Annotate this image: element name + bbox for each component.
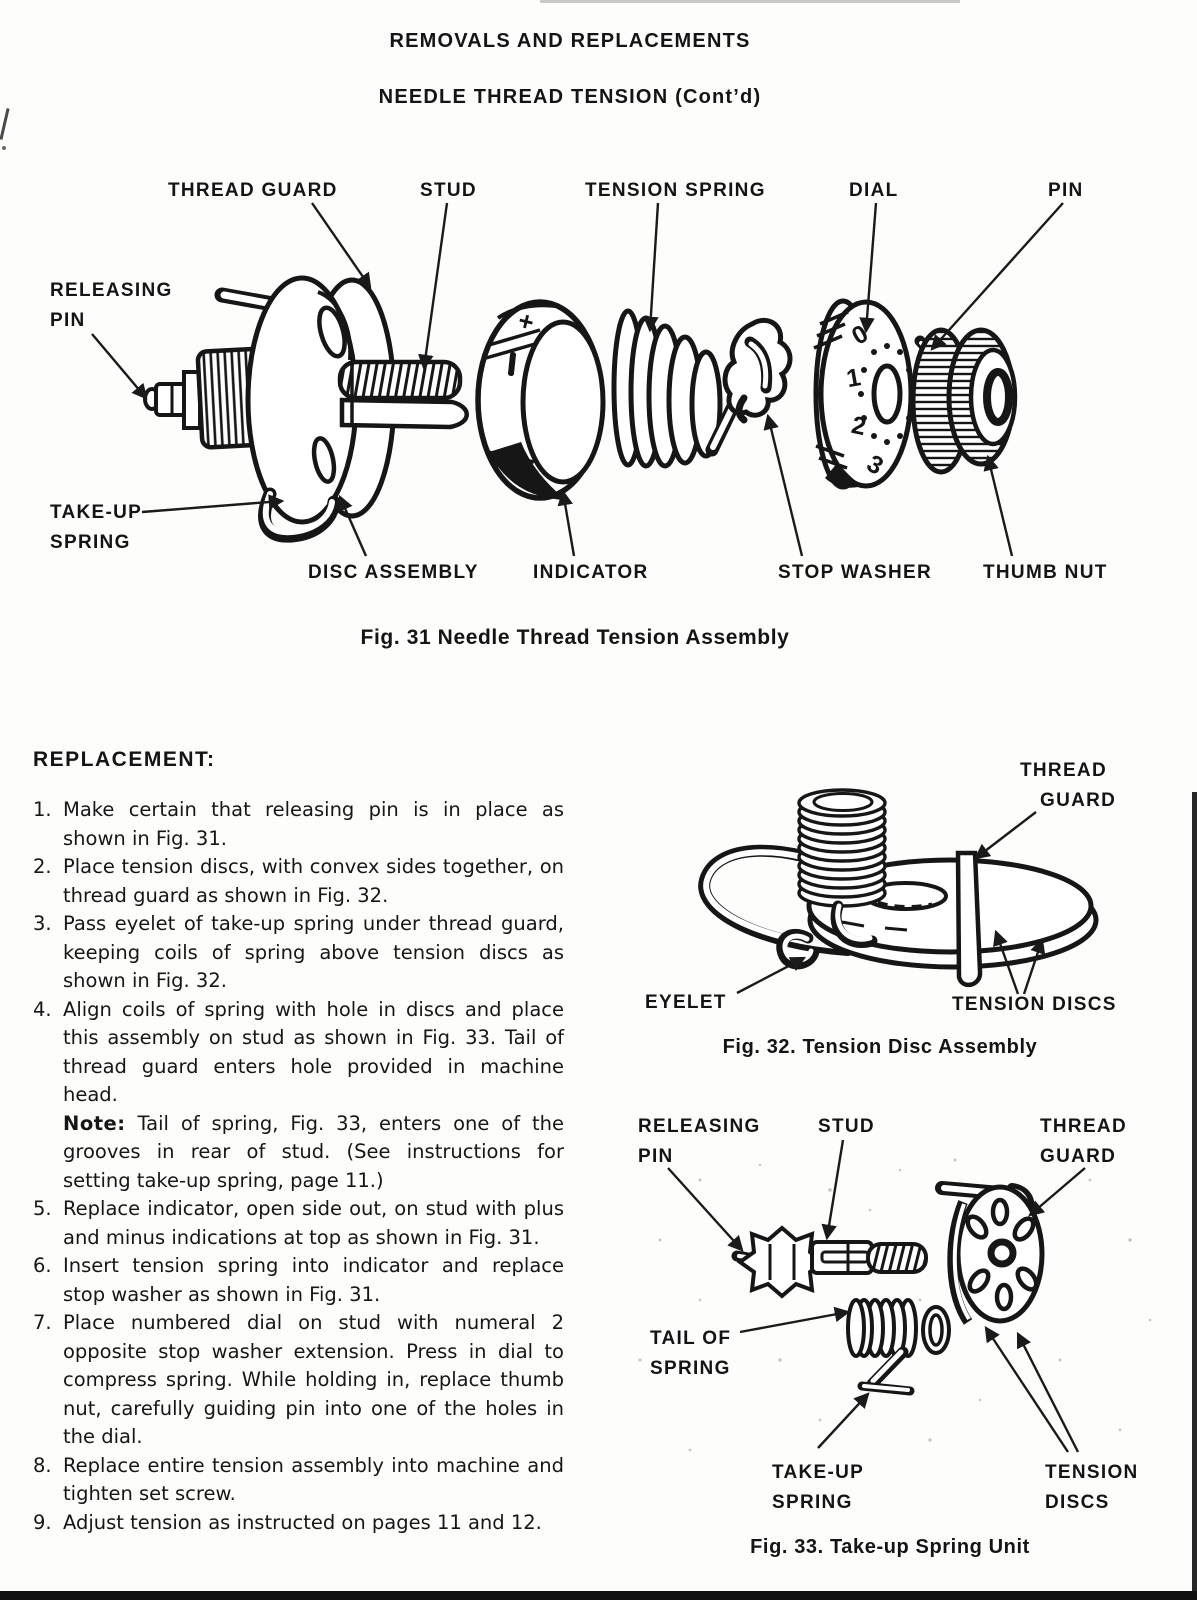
scan-scratch-dot (2, 146, 6, 150)
fig31-label-stop-washer: STOP WASHER (778, 562, 932, 583)
fig32-label-eyelet: EYELET (645, 992, 727, 1013)
fig32-diagram: THREAD GUARD EYELET TENSION DISCS (645, 760, 1117, 1015)
step-number: 3. (33, 912, 52, 935)
fig31-label-stud: STUD (420, 180, 477, 201)
fig31-label-thread-guard: THREAD GUARD (168, 180, 338, 201)
step-text: Replace entire tension assembly into mac… (63, 1453, 564, 1506)
fig31-label-releasing: RELEASING (50, 280, 173, 301)
scan-bottom-edge (0, 1591, 1197, 1600)
step-number: 9. (33, 1510, 52, 1534)
step-note: Note: Tail of spring, Fig. 33, enters on… (63, 1110, 564, 1196)
stud-part (337, 359, 469, 430)
thread-guard-disc-part (935, 1181, 1045, 1325)
scan-scratch-mark (0, 108, 10, 140)
step-text: Align coils of spring with hole in discs… (63, 996, 564, 1196)
step-7: 7. Place numbered dial on stud with nume… (33, 1309, 564, 1452)
note-text: Tail of spring, Fig. 33, enters one of t… (63, 1111, 564, 1192)
fig33-label-thread: THREAD (1040, 1116, 1127, 1137)
fig33-label-tension: TENSION (1045, 1462, 1139, 1483)
indicator-minus-mark (508, 351, 516, 377)
step-text: Place tension discs, with convex sides t… (63, 855, 564, 907)
step-6: 6. Insert tension spring into indicator … (33, 1252, 564, 1309)
step-text: Pass eyelet of take-up spring under thre… (63, 912, 564, 992)
fig32-label-guard: GUARD (1040, 790, 1116, 811)
fig31-label-pin: PIN (1048, 180, 1084, 201)
fig33-label-discs: DISCS (1045, 1492, 1110, 1513)
step-5: 5. Replace indicator, open side out, on … (33, 1195, 564, 1252)
fig33-caption: Fig. 33. Take-up Spring Unit (750, 1536, 1030, 1558)
step-4: 4. Align coils of spring with hole in di… (33, 996, 564, 1196)
step-1: 1. Make certain that releasing pin is in… (33, 796, 564, 853)
fig31-label-disc-assembly: DISC ASSEMBLY (308, 562, 479, 583)
replacement-heading: REPLACEMENT: (33, 748, 216, 771)
fig33-leader-lines (667, 1139, 1086, 1453)
fig31-label-tension-spring: TENSION SPRING (585, 180, 766, 201)
scan-speckle (638, 1158, 1152, 1452)
dial-number-1: 1 (844, 363, 863, 393)
fig32-leader-lines (736, 811, 1046, 995)
fig31-label-indicator: INDICATOR (533, 562, 649, 583)
fig33-label-takeup: TAKE-UP (772, 1462, 864, 1483)
page-subtitle: NEEDLE THREAD TENSION (Cont’d) (378, 86, 762, 108)
fig31-leader-lines (91, 202, 1064, 557)
page-title: REMOVALS AND REPLACEMENTS (389, 30, 751, 52)
step-number: 4. (33, 997, 52, 1021)
fig33-diagram: RELEASING PIN STUD THREAD GUARD TAIL OF … (638, 1116, 1152, 1513)
releasing-pin-part (731, 1225, 828, 1299)
step-number: 6. (33, 1254, 52, 1277)
fig31-label-takeup-spring: SPRING (50, 532, 131, 553)
replacement-section: REPLACEMENT: 1. Make certain that releas… (33, 748, 564, 1537)
fig31-label-takeup: TAKE-UP (50, 502, 142, 523)
fig33-label-releasing-pin: PIN (638, 1146, 674, 1167)
thumb-nut-part (910, 327, 1018, 475)
step-text: Place numbered dial on stud with numeral… (63, 1311, 564, 1448)
fig32-label-tension-discs: TENSION DISCS (952, 994, 1117, 1015)
step-number: 1. (33, 798, 52, 821)
fig32-label-thread: THREAD (1020, 760, 1107, 781)
fig32-caption: Fig. 32. Tension Disc Assembly (722, 1036, 1038, 1058)
indicator-part: + (475, 299, 606, 501)
step-number: 8. (33, 1453, 52, 1477)
fig33-label-tail-of: TAIL OF (650, 1328, 731, 1349)
step-9: 9. Adjust tension as instructed on pages… (33, 1509, 564, 1538)
takeup-spring-loop-wire (698, 844, 856, 956)
step-text: Replace indicator, open side out, on stu… (63, 1197, 564, 1249)
fig33-label-tail-spring: SPRING (650, 1358, 731, 1379)
fig31-caption: Fig. 31 Needle Thread Tension Assembly (360, 626, 790, 649)
indicator-plus-mark: + (515, 305, 537, 338)
step-number: 5. (33, 1197, 52, 1220)
fig31-label-thumb-nut: THUMB NUT (983, 562, 1108, 583)
fig33-label-releasing: RELEASING (638, 1116, 761, 1137)
coil-spring-part (797, 788, 887, 948)
tension-spring-part (611, 308, 745, 469)
fig33-label-stud: STUD (818, 1116, 875, 1137)
step-text: Insert tension spring into indicator and… (63, 1254, 564, 1306)
step-text-main: Align coils of spring with hole in discs… (63, 997, 564, 1107)
step-text: Make certain that releasing pin is in pl… (63, 798, 564, 850)
fig33-label-guard: GUARD (1040, 1146, 1116, 1167)
stud-part (810, 1240, 928, 1275)
dial-part: 0 1 2 3 (813, 298, 916, 490)
fig31-label-dial: DIAL (849, 180, 899, 201)
fig31-diagram: + 0 (50, 180, 1108, 583)
stop-washer-part (722, 317, 793, 424)
scan-smudge (540, 0, 960, 3)
takeup-spring-part (846, 1298, 951, 1396)
step-2: 2. Place tension discs, with convex side… (33, 853, 564, 910)
thread-guard-post-part (955, 850, 983, 988)
step-3: 3. Pass eyelet of take-up spring under t… (33, 910, 564, 996)
note-label: Note: (63, 1111, 126, 1135)
step-8: 8. Replace entire tension assembly into … (33, 1452, 564, 1509)
step-number: 7. (33, 1311, 52, 1334)
fig31-label-releasing-pin: PIN (50, 310, 86, 331)
scan-right-edge (1192, 792, 1197, 1600)
step-text: Adjust tension as instructed on pages 11… (63, 1510, 542, 1534)
step-number: 2. (33, 855, 52, 878)
fig33-label-takeup-spring: SPRING (772, 1492, 853, 1513)
